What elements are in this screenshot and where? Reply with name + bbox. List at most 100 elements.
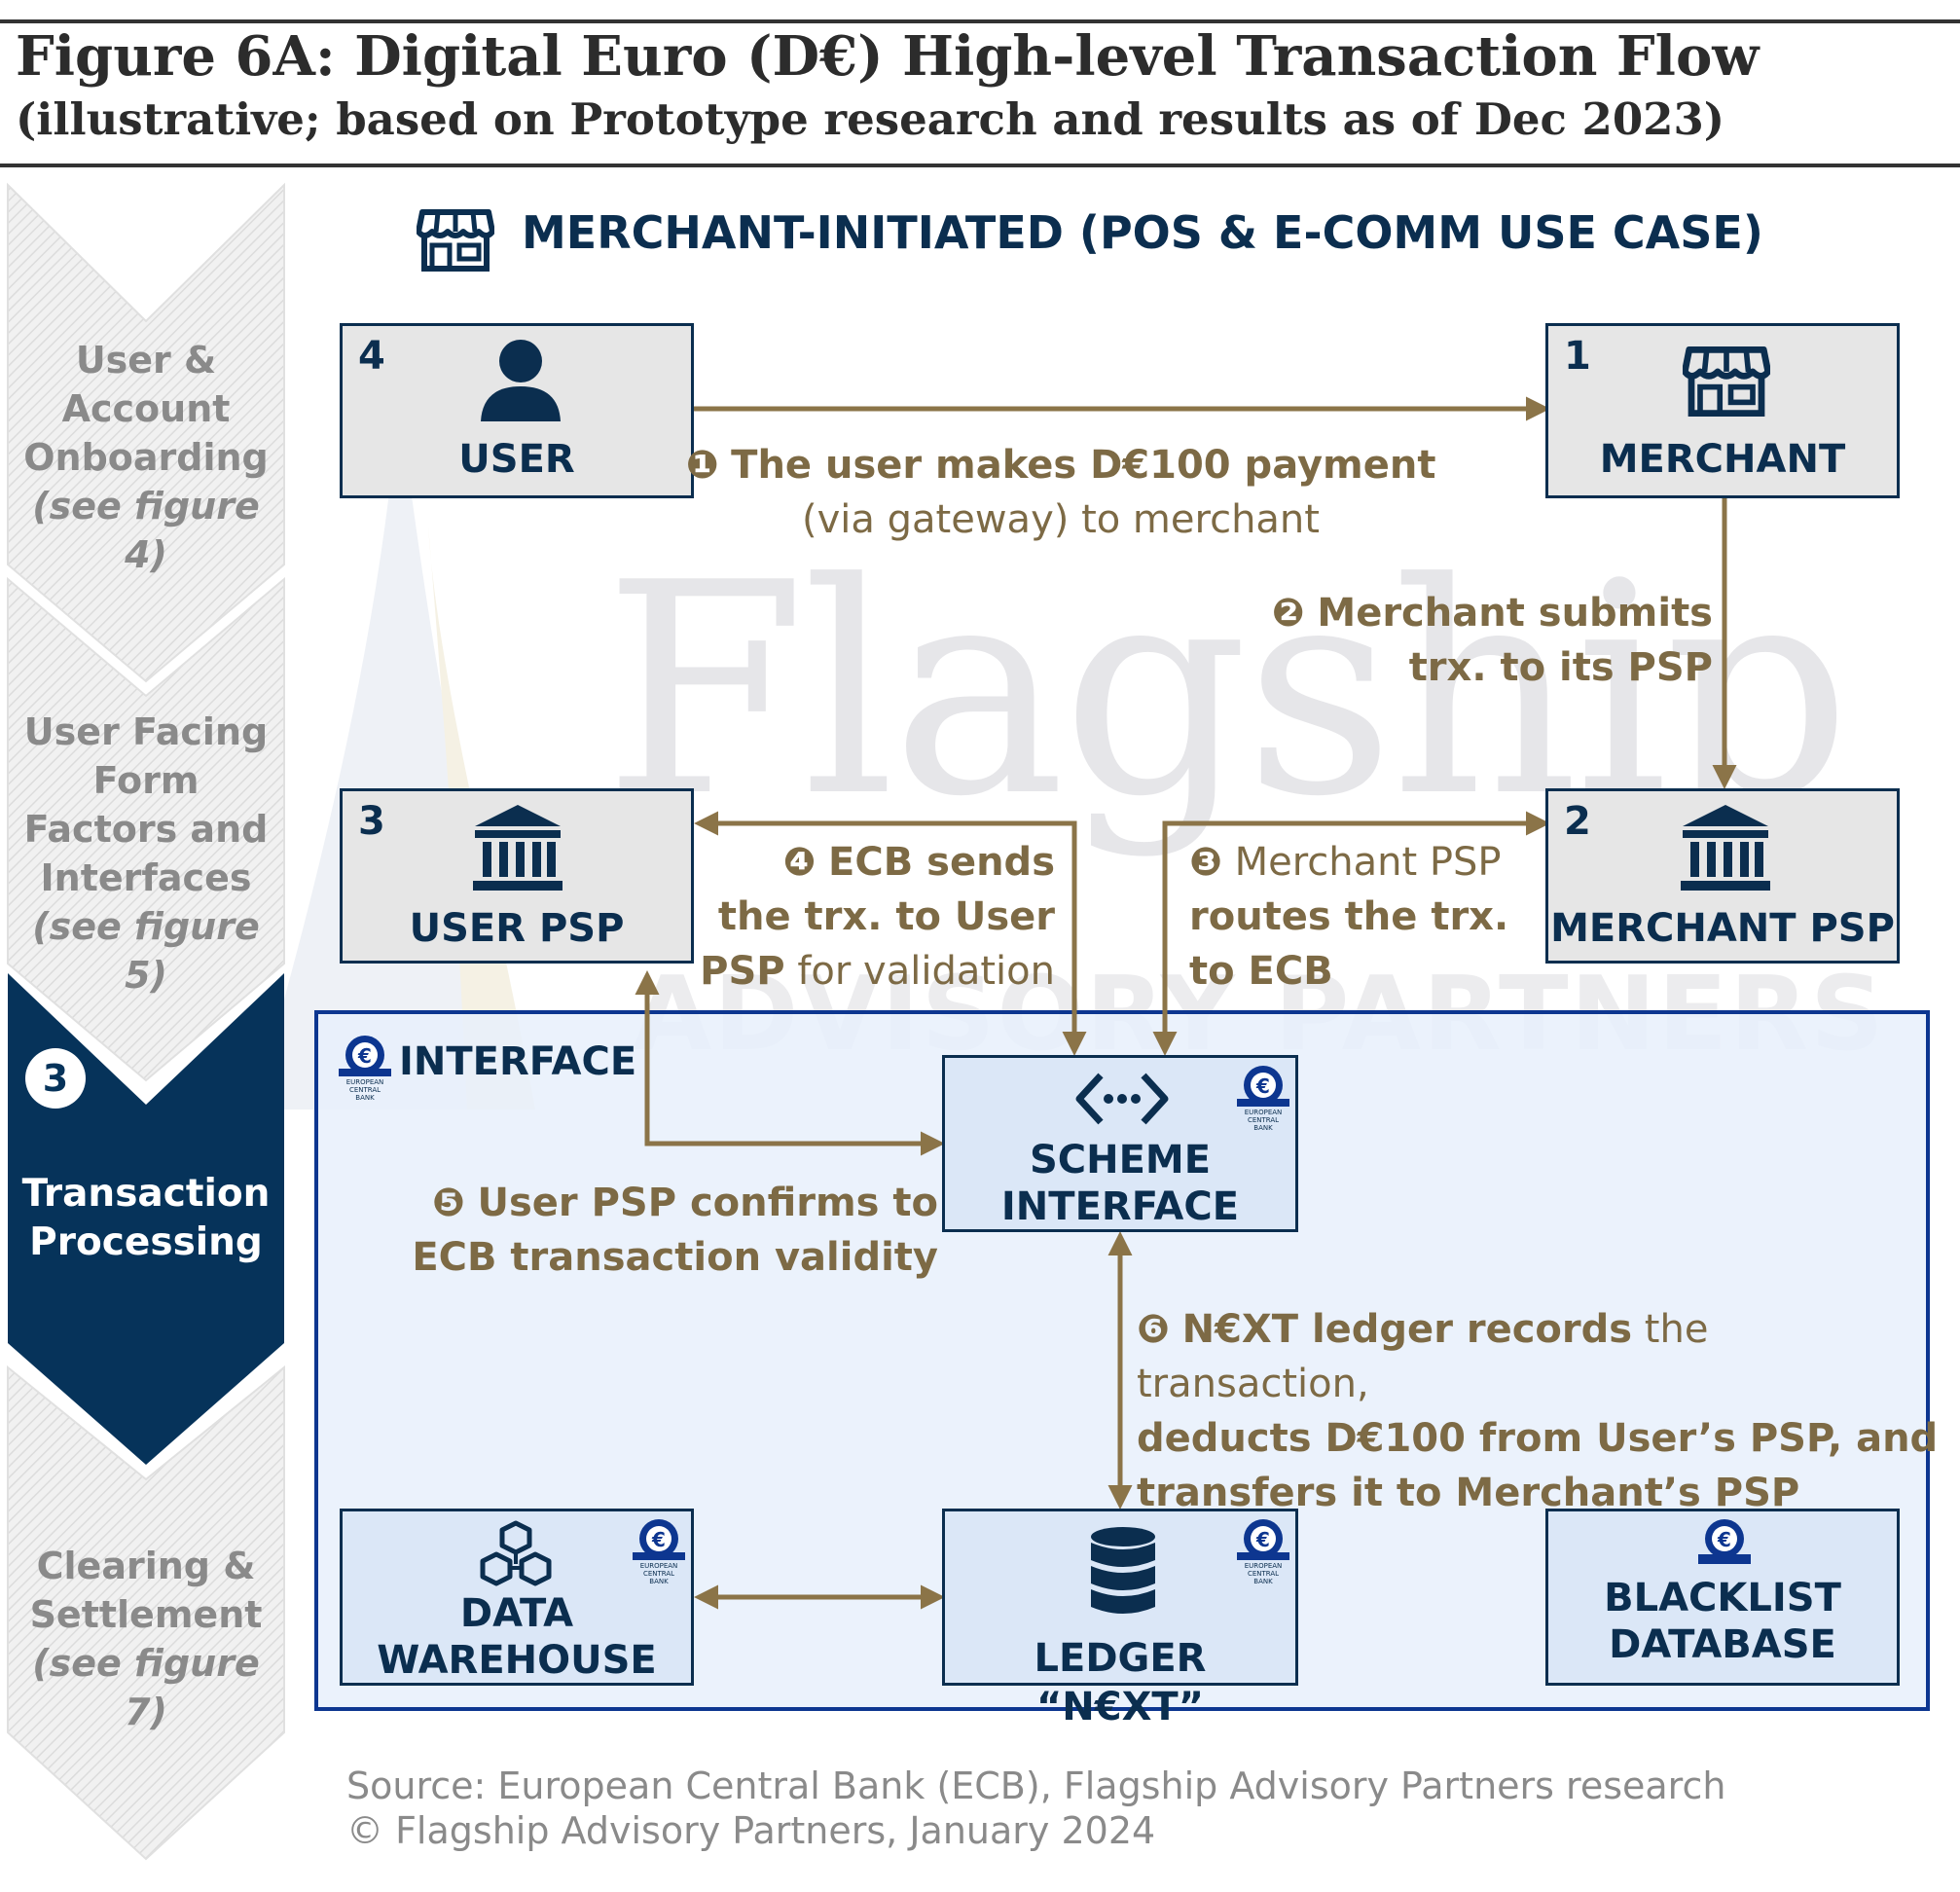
database-icon (1091, 1527, 1155, 1614)
svg-text:CENTRAL: CENTRAL (349, 1086, 381, 1094)
blacklist-line-2: DATABASE (1609, 1622, 1836, 1667)
top-rule (0, 19, 1960, 23)
source-note: Source: European Central Bank (ECB), Fla… (346, 1764, 1725, 1853)
step-6-line-3: transfers it to Merchant’s PSP (1137, 1471, 1800, 1515)
data-warehouse-line-2: WAREHOUSE (377, 1638, 657, 1683)
step-1-note: ❶ The user makes D€100 payment (via gate… (642, 438, 1479, 547)
step-6-note: ❻ N€XT ledger records the transaction, d… (1137, 1302, 1944, 1520)
svg-text:EUROPEAN: EUROPEAN (346, 1078, 384, 1086)
step-2-note: ❷ Merchant submits trx. to its PSP (1226, 586, 1713, 695)
cubes-icon (480, 1520, 552, 1586)
source-line-2: © Flagship Advisory Partners, January 20… (346, 1809, 1156, 1852)
scheme-interface-line-1: SCHEME (1029, 1138, 1212, 1182)
svg-text:EUROPEAN: EUROPEAN (1245, 1109, 1283, 1116)
step-2-line-1: Merchant submits (1317, 591, 1713, 636)
step-1-marker: ❶ (685, 443, 719, 488)
svg-text:€: € (1717, 1528, 1731, 1551)
title-line-1: Figure 6A: Digital Euro (D€) High-level … (16, 24, 1760, 89)
svg-text:€: € (651, 1528, 666, 1551)
sidebar-label-transaction: Transaction Processing (21, 1172, 271, 1264)
sidebar-label-onboarding: User & Account Onboarding (see figure 4) (23, 339, 269, 576)
figure-title: Figure 6A: Digital Euro (D€) High-level … (16, 29, 1760, 141)
step-5-line-1: User PSP confirms to (477, 1181, 939, 1225)
step-6-bold: N€XT ledger records (1181, 1307, 1633, 1352)
svg-text:BANK: BANK (1253, 1124, 1273, 1132)
ledger-node: LEDGER “N€XT” € EUROPEAN CENTRAL BANK (942, 1509, 1298, 1729)
sidebar-step-onboarding (7, 182, 285, 683)
step-4-line-1: ECB sends (828, 840, 1055, 885)
blacklist-node: € BLACKLIST DATABASE (1545, 1509, 1900, 1686)
step-2-line-2: trx. to its PSP (1408, 645, 1713, 690)
step-4-line-2: the trx. to User (717, 894, 1055, 939)
step-6-line-2: deducts D€100 from User’s PSP, and (1137, 1416, 1939, 1461)
svg-text:€: € (1255, 1074, 1270, 1098)
user-psp-node: 3 USER PSP (340, 788, 694, 964)
step-5-line-2: ECB transaction validity (412, 1235, 938, 1280)
step-3-line-3: to ECB (1189, 949, 1333, 994)
storefront-icon (417, 209, 494, 272)
scheme-interface-line-2: INTERFACE (1000, 1184, 1240, 1229)
user-psp-node-number: 3 (358, 799, 385, 844)
step-4-note: ❹ ECB sends the trx. to User PSP for val… (681, 835, 1055, 999)
step-3-line-2: routes the trx. (1189, 894, 1509, 939)
ecb-logo-icon: € EUROPEAN CENTRAL BANK (633, 1519, 685, 1585)
merchant-psp-node: 2 MERCHANT PSP (1545, 788, 1900, 964)
blacklist-line-1: BLACKLIST (1604, 1576, 1841, 1620)
step-6-marker: ❻ (1137, 1307, 1170, 1352)
data-warehouse-line-1: DATA (459, 1591, 574, 1636)
user-node: 4 USER (340, 323, 694, 498)
svg-text:€: € (357, 1044, 372, 1068)
svg-text:€: € (1255, 1528, 1270, 1551)
person-icon (481, 340, 561, 421)
data-warehouse-node: DATA WAREHOUSE € EUROPEAN CENTRAL BANK (340, 1509, 694, 1686)
step-4-line-3-bold: PSP (700, 949, 785, 994)
user-node-number: 4 (358, 334, 385, 379)
scheme-interface-node: SCHEME INTERFACE € EUROPEAN CENTRAL BANK (942, 1055, 1298, 1232)
step-3-marker: ❸ (1189, 840, 1222, 885)
code-icon (1075, 1073, 1169, 1125)
active-step-number: 3 (25, 1048, 86, 1109)
step-2-marker: ❷ (1271, 591, 1305, 636)
svg-text:EUROPEAN: EUROPEAN (640, 1562, 678, 1570)
sidebar-step-interfaces (7, 576, 285, 1082)
user-node-label: USER (458, 437, 575, 482)
merchant-node: 1 MERCHANT (1545, 323, 1900, 498)
bank-icon (1681, 805, 1770, 891)
svg-text:CENTRAL: CENTRAL (643, 1570, 674, 1578)
step-1-bold: The user makes D€100 payment (731, 443, 1436, 488)
ecb-logo-icon: € (1698, 1519, 1751, 1564)
process-sidebar (7, 182, 285, 1861)
svg-text:CENTRAL: CENTRAL (1248, 1570, 1279, 1578)
storefront-icon (1683, 346, 1770, 417)
merchant-psp-node-label: MERCHANT PSP (1550, 906, 1895, 951)
interface-title: INTERFACE (399, 1039, 637, 1084)
ecb-logo-icon: € EUROPEAN CENTRAL BANK (1237, 1066, 1289, 1132)
ecb-logo-icon: € EUROPEAN CENTRAL BANK (1237, 1519, 1289, 1585)
user-psp-node-label: USER PSP (409, 906, 625, 951)
bank-icon (473, 805, 563, 891)
svg-text:EUROPEAN: EUROPEAN (1245, 1562, 1283, 1570)
watermark-flagship: Flagship (603, 521, 1851, 860)
merchant-node-number: 1 (1564, 334, 1591, 379)
step-6-light: the transaction, (1137, 1307, 1709, 1406)
arrow-merchant-psp-to-scheme (1152, 811, 1550, 1056)
step-3-light: Merchant PSP (1234, 840, 1502, 885)
step-4-marker: ❹ (782, 840, 817, 885)
sidebar-label-interfaces: User Facing Form Factors and Interfaces … (23, 710, 269, 997)
arrow-user-psp-to-scheme (635, 970, 945, 1156)
header-title: MERCHANT-INITIATED (POS & E-COMM USE CAS… (522, 206, 1763, 259)
arrow-scheme-to-user-psp (694, 811, 1087, 1056)
svg-text:BANK: BANK (355, 1094, 375, 1102)
sidebar-step-settlement (7, 1364, 285, 1861)
svg-text:BANK: BANK (649, 1578, 669, 1585)
ledger-node-label: LEDGER “N€XT” (1034, 1636, 1207, 1729)
svg-text:BANK: BANK (1253, 1578, 1273, 1585)
svg-text:CENTRAL: CENTRAL (1248, 1116, 1279, 1124)
merchant-node-label: MERCHANT (1599, 437, 1846, 482)
ecb-logo-icon: € EUROPEAN CENTRAL BANK (339, 1036, 391, 1102)
step-1-light: (via gateway) to merchant (802, 497, 1320, 542)
step-4-line-3-light: for validation (797, 949, 1055, 994)
merchant-psp-node-number: 2 (1564, 799, 1591, 844)
source-line-1: Source: European Central Bank (ECB), Fla… (346, 1765, 1726, 1807)
